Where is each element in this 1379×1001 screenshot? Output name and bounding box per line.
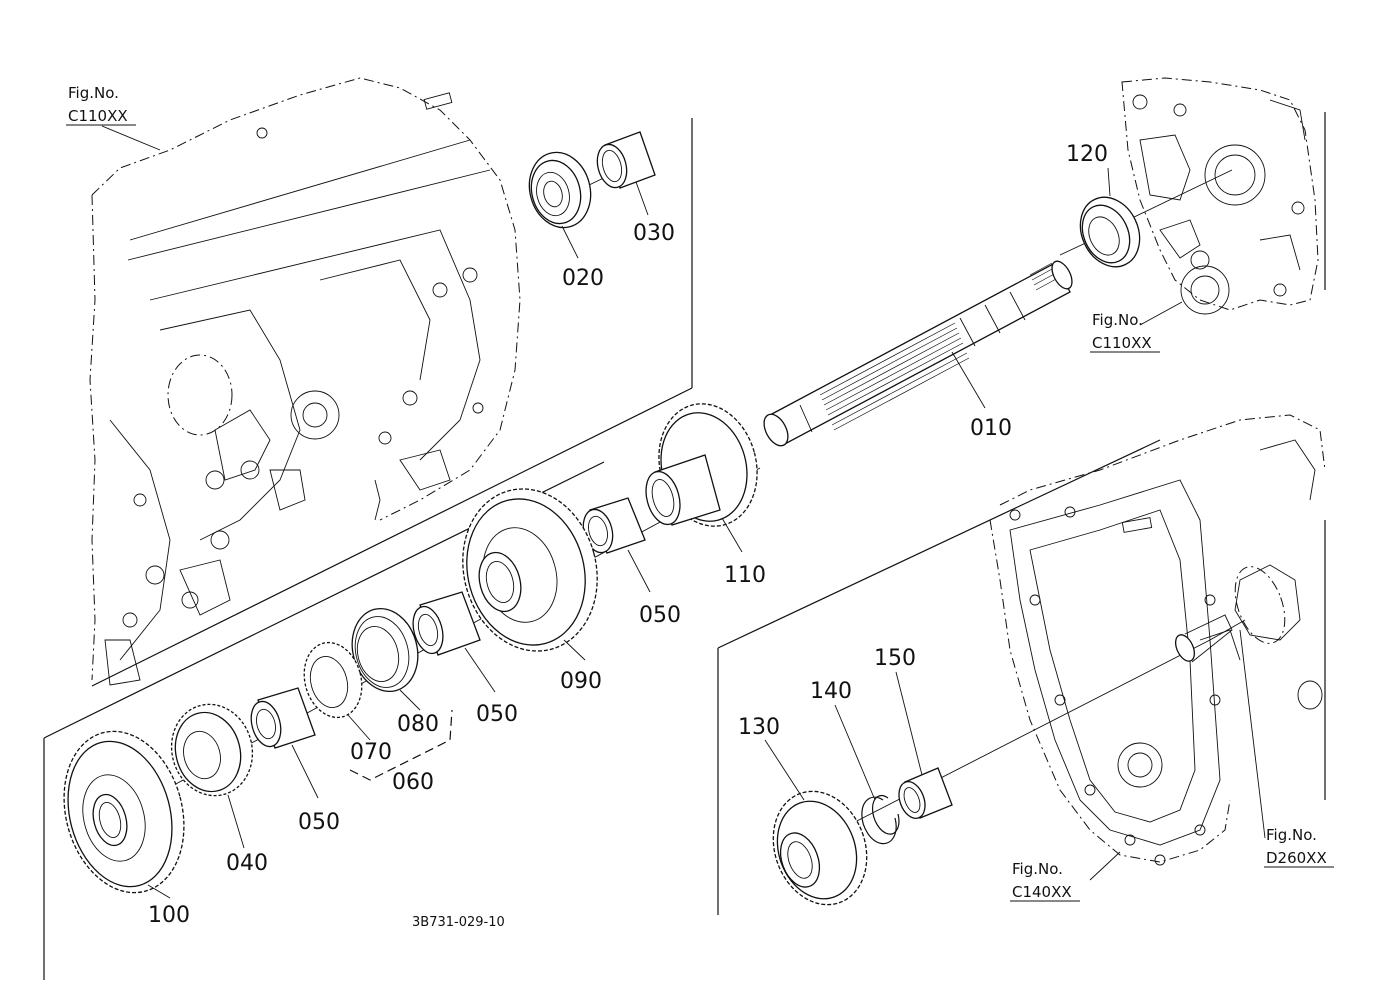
part-090-large-gear — [462, 488, 598, 652]
part-number-010: 010 — [970, 416, 1012, 441]
fig-ref-right-upper-code: C110XX — [1092, 334, 1152, 352]
part-number-080: 080 — [397, 712, 439, 737]
right-lower-housing-outline — [989, 414, 1326, 866]
part-120-ball-bearing — [1079, 196, 1141, 268]
part-number-140: 140 — [810, 679, 852, 704]
part-110-gear — [645, 403, 758, 527]
part-number-150: 150 — [874, 646, 916, 671]
part-number-110: 110 — [724, 563, 766, 588]
part-number-050-lower: 050 — [298, 810, 340, 835]
right-upper-housing-outline — [1121, 77, 1326, 315]
part-030-collar — [596, 131, 656, 189]
figure-reference-labels: Fig.No. C110XX Fig.No. C110XX Fig.No. C1… — [68, 84, 1327, 901]
part-number-050-upper: 050 — [639, 603, 681, 628]
part-number-090: 090 — [560, 669, 602, 694]
fig-ref-top-left-code: C110XX — [68, 107, 128, 125]
part-number-030: 030 — [633, 221, 675, 246]
part-070-hub — [303, 641, 363, 719]
part-number-070: 070 — [350, 740, 392, 765]
part-080-sleeve — [351, 607, 419, 693]
part-050-needle-bearing-middle — [412, 591, 481, 656]
part-050-needle-bearing-lower — [250, 687, 316, 749]
right-assembly-frame — [717, 439, 1161, 915]
part-040-gear — [170, 703, 254, 797]
part-number-040: 040 — [226, 851, 268, 876]
part-number-130: 130 — [738, 715, 780, 740]
part-number-100: 100 — [148, 903, 190, 928]
fig-ref-top-left-title: Fig.No. — [68, 84, 119, 102]
part-130-gear — [772, 790, 868, 906]
fig-ref-bottom-right-title: Fig.No. — [1012, 860, 1063, 878]
part-010-shaft — [763, 260, 1073, 447]
part-number-020: 020 — [562, 266, 604, 291]
leader-lines — [101, 125, 1266, 899]
part-number-050-middle: 050 — [476, 702, 518, 727]
fig-ref-bottom-right-code: C140XX — [1012, 883, 1072, 901]
fig-ref-far-right-title: Fig.No. — [1266, 826, 1317, 844]
part-number-labels: 010 020 030 040 050 050 050 060 070 080 … — [148, 142, 1108, 928]
fig-ref-right-upper-title: Fig.No. — [1092, 311, 1143, 329]
part-number-120: 120 — [1066, 142, 1108, 167]
fig-ref-far-right-code: D260XX — [1266, 849, 1327, 867]
part-100-large-gear — [63, 730, 185, 894]
part-150-needle-bearing — [898, 767, 953, 819]
drawing-code: 3B731-029-10 — [412, 915, 505, 930]
part-020-ball-bearing — [528, 151, 592, 229]
assembly-060-bracket — [349, 709, 453, 781]
part-140-snap-ring — [861, 795, 900, 845]
figure-code-underlines — [66, 124, 1334, 902]
part-number-060: 060 — [392, 770, 434, 795]
output-shaft-stub — [1174, 566, 1286, 663]
left-transmission-case-outline — [89, 77, 521, 686]
